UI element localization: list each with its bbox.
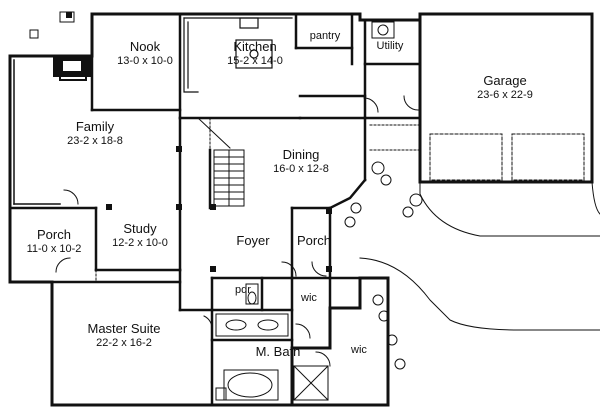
room-dimensions: 23-6 x 22-9 <box>477 88 533 101</box>
stairs <box>197 117 245 207</box>
room-utility: Utility <box>365 40 415 53</box>
room-foyer: Foyer <box>228 233 278 249</box>
room-wic-lower: wic <box>344 344 374 357</box>
room-name: Utility <box>376 40 404 52</box>
room-wic-upper: wic <box>294 292 324 305</box>
room-name: Foyer <box>236 233 270 248</box>
room-name: Master Suite <box>87 321 161 336</box>
room-name: Garage <box>483 73 527 88</box>
porch-dotted-edges <box>95 117 421 283</box>
room-kitchen: Kitchen 15-2 x 14-0 <box>210 39 300 68</box>
room-name: Family <box>75 119 115 134</box>
room-dimensions: 13-0 x 10-0 <box>117 54 173 67</box>
room-name: Dining <box>282 147 320 162</box>
room-name: Nook <box>129 39 161 54</box>
room-name: Study <box>123 221 157 236</box>
room-dimensions: 12-2 x 10-0 <box>112 236 168 249</box>
family-bay-windows <box>13 59 61 205</box>
utility-fixtures <box>371 21 395 39</box>
pdr-fixtures <box>245 283 259 305</box>
columns <box>66 12 332 272</box>
garage-doors <box>429 133 585 181</box>
room-porch-left: Porch 11-0 x 10-2 <box>14 227 94 256</box>
interior-walls <box>8 12 422 407</box>
room-pdr: pdr <box>228 284 258 297</box>
bath-fixtures <box>215 313 329 401</box>
exterior-equipment <box>29 11 75 39</box>
room-dimensions: 11-0 x 10-2 <box>26 242 82 255</box>
room-name: pantry <box>309 30 341 42</box>
room-name: M. Bath <box>255 344 301 359</box>
room-study: Study 12-2 x 10-0 <box>100 221 180 250</box>
room-name: Porch <box>37 227 71 242</box>
exterior-walls <box>8 12 594 407</box>
room-dining: Dining 16-0 x 12-8 <box>256 147 346 176</box>
room-master-bath: M. Bath <box>248 344 308 360</box>
door-swings <box>55 95 419 367</box>
room-name: wic <box>301 292 317 304</box>
room-garage: Garage 23-6 x 22-9 <box>460 73 550 102</box>
room-dimensions: 23-2 x 18-8 <box>67 134 123 147</box>
room-name: pdr <box>235 284 251 296</box>
room-pantry: pantry <box>300 30 350 43</box>
room-dimensions: 15-2 x 14-0 <box>227 54 283 67</box>
room-master-suite: Master Suite 22-2 x 16-2 <box>64 321 184 350</box>
room-name: Porch <box>297 233 331 248</box>
room-porch-front: Porch <box>294 233 334 249</box>
fireplace <box>53 55 91 81</box>
room-name: wic <box>351 344 367 356</box>
room-nook: Nook 13-0 x 10-0 <box>110 39 180 68</box>
kitchen-cabinets <box>183 17 293 93</box>
room-dimensions: 16-0 x 12-8 <box>273 162 329 175</box>
room-name: Kitchen <box>233 39 277 54</box>
room-family: Family 23-2 x 18-8 <box>50 119 140 148</box>
landscaping <box>344 161 600 406</box>
room-dimensions: 22-2 x 16-2 <box>96 336 152 349</box>
